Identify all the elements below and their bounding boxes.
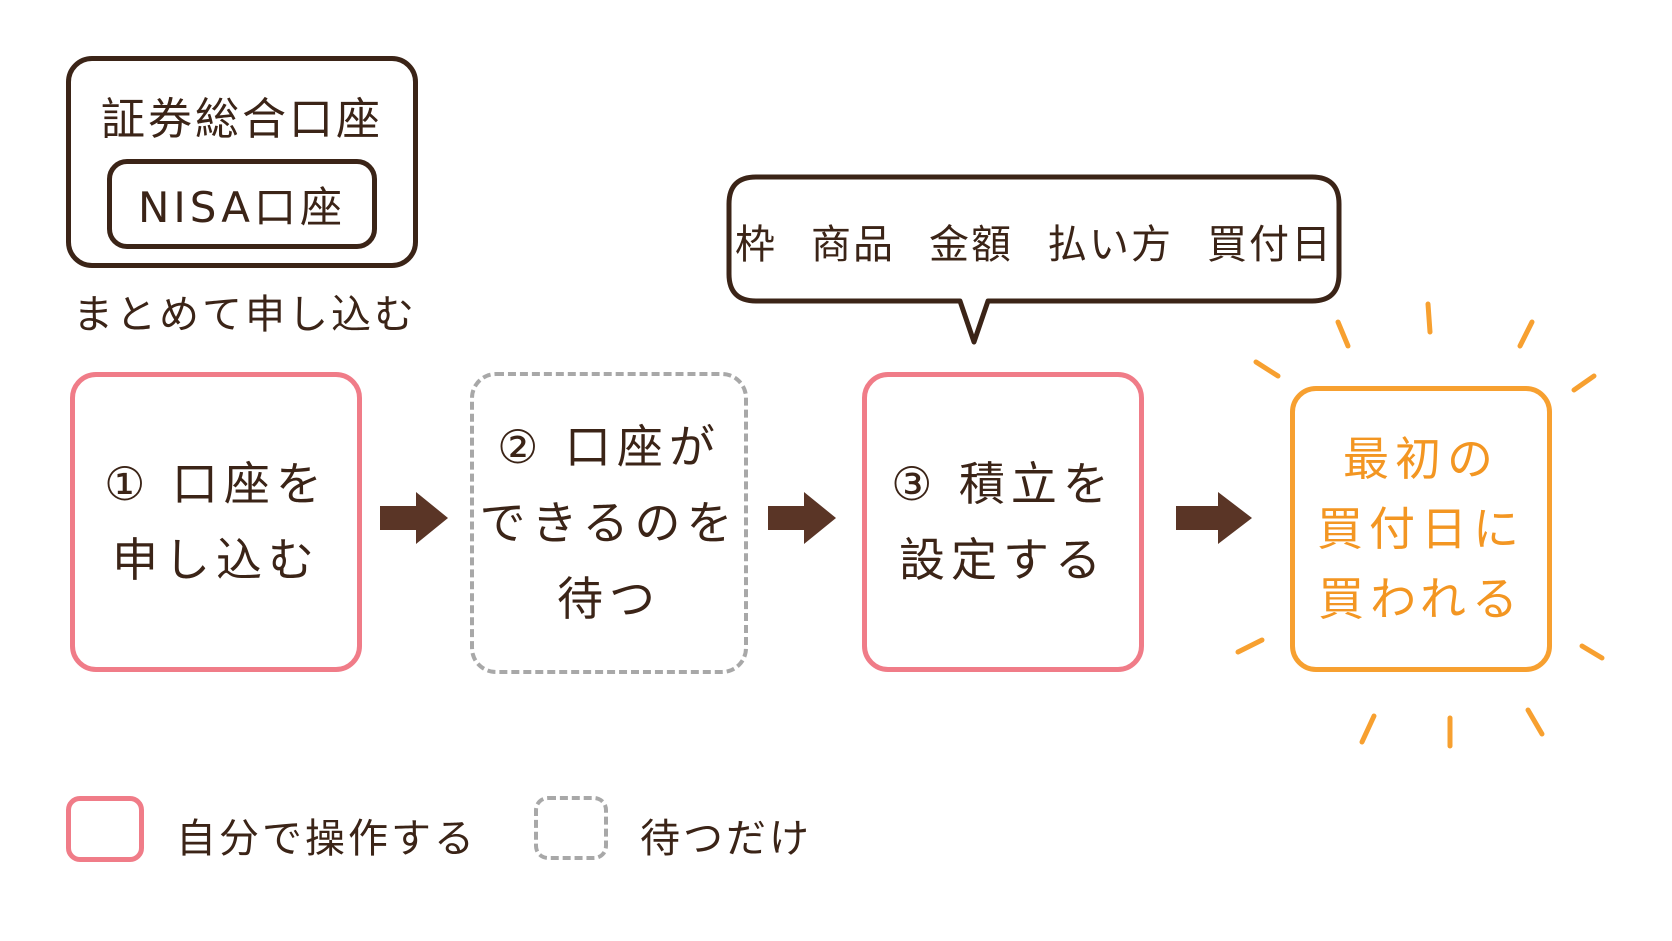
step-wait-account: ② 口座が できるのを 待つ: [470, 372, 748, 674]
step-3-label: ③ 積立を 設定する: [891, 457, 1115, 587]
step-4-label: 最初の 買付日に 買われる: [1317, 432, 1525, 626]
step-setup-installment: ③ 積立を 設定する: [862, 372, 1144, 672]
bubble-item-amount: 金額: [929, 222, 1013, 268]
securities-account-title: 証券総合口座: [101, 94, 383, 145]
step-apply-account: ① 口座を 申し込む: [70, 372, 362, 672]
bubble-item-product: 商品: [811, 222, 895, 268]
step-first-purchase: 最初の 買付日に 買われる: [1290, 386, 1552, 672]
legend-wait-swatch: [534, 796, 608, 860]
bubble-items: 枠 商品 金額 払い方 買付日: [726, 212, 1342, 270]
bubble-item-purchase-day: 買付日: [1207, 222, 1333, 268]
bubble-item-payment: 払い方: [1047, 222, 1173, 268]
step-1-label: ① 口座を 申し込む: [104, 457, 328, 587]
account-caption: まとめて申し込む: [73, 292, 417, 338]
securities-account-box: 証券総合口座 NISA口座: [66, 56, 418, 268]
right-arrow-icon: [380, 492, 448, 544]
nisa-account-box: NISA口座: [107, 159, 377, 249]
bubble-item-frame: 枠: [735, 222, 777, 268]
right-arrow-icon: [768, 492, 836, 544]
legend-self-label: 自分で操作する: [176, 816, 477, 862]
speech-bubble-icon: [726, 174, 1342, 345]
settings-speech-bubble: 枠 商品 金額 払い方 買付日: [726, 174, 1342, 354]
step-2-label: ② 口座が できるのを 待つ: [479, 420, 739, 626]
legend-wait-label: 待つだけ: [640, 816, 812, 862]
right-arrow-icon: [1176, 492, 1252, 544]
legend-self-swatch: [66, 796, 144, 862]
